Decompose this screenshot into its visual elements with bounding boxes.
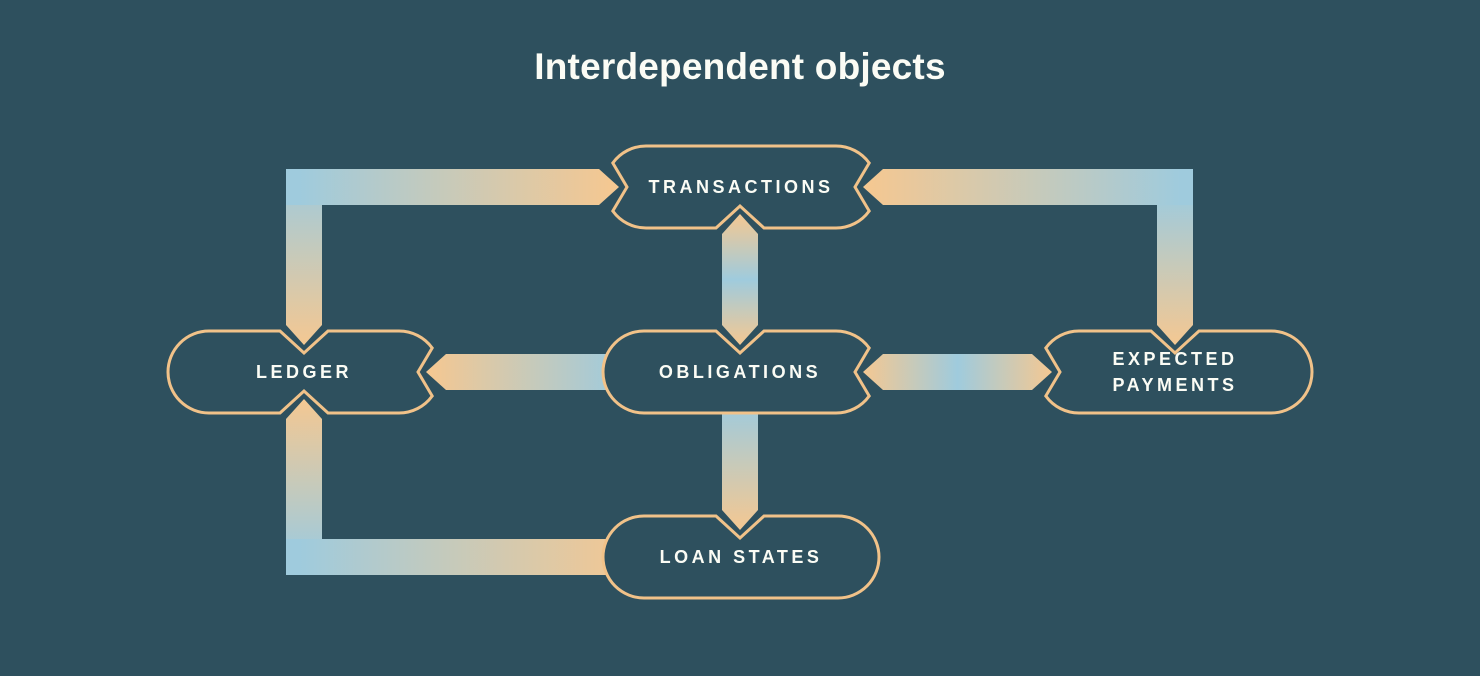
connector-transactions-obligations	[722, 214, 758, 345]
connector-obligations-loan-states	[722, 395, 758, 530]
connector-obligations-expected-payments	[863, 354, 1052, 390]
connector-transactions-expected-payments-horizontal	[863, 169, 1193, 205]
node-expected-payments-shape	[1044, 329, 1314, 415]
connector-ledger-transactions-vertical	[286, 169, 322, 345]
connector-ledger-transactions-horizontal	[286, 169, 619, 205]
connector-loan-states-ledger-vertical	[286, 399, 322, 575]
connector-obligations-ledger	[426, 354, 640, 390]
diagram-title: Interdependent objects	[534, 46, 946, 87]
connector-transactions-expected-payments-vertical	[1157, 187, 1193, 345]
node-transactions-shape	[611, 144, 871, 230]
node-ledger-shape	[166, 329, 434, 415]
node-obligations-shape	[601, 329, 871, 415]
node-loan-states-shape	[601, 514, 881, 600]
connector-loan-states-ledger-horizontal	[286, 539, 640, 575]
